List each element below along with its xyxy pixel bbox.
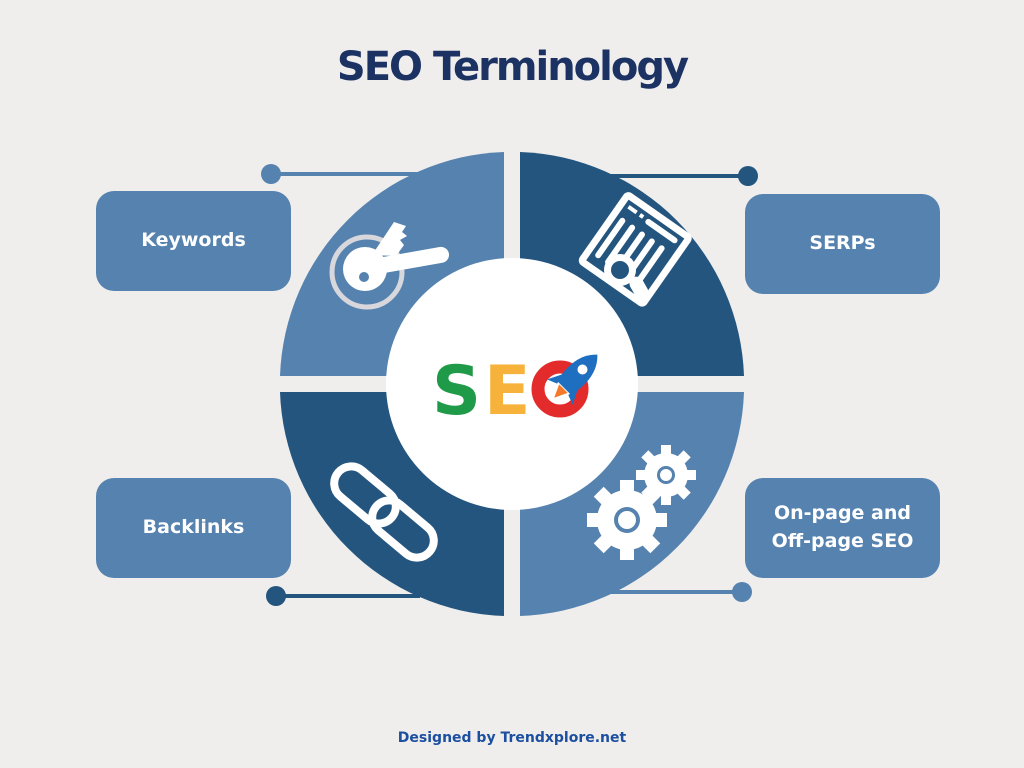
- connector-serps: [600, 166, 758, 186]
- footer-credit: Designed by Trendxplore.net: [397, 730, 627, 746]
- label-serps: SERPs: [745, 194, 940, 294]
- seo-logo: S E: [432, 352, 598, 431]
- chain-link-icon: [330, 462, 438, 562]
- svg-text:E: E: [484, 352, 530, 431]
- center-circle: [386, 258, 638, 510]
- connector-onpage: [600, 582, 752, 602]
- gears-icon: [587, 445, 696, 560]
- rocket-icon: [547, 354, 598, 405]
- connector-keywords: [261, 164, 420, 184]
- label-onpage-offpage-text: On-page and Off-page SEO: [771, 502, 914, 552]
- key-magnifier-icon: [329, 222, 450, 310]
- label-onpage-offpage: On-page and Off-page SEO: [745, 478, 940, 578]
- label-backlinks: Backlinks: [96, 478, 291, 578]
- svg-text:S: S: [432, 352, 481, 431]
- page-title: SEO Terminology: [336, 44, 689, 90]
- connector-backlinks: [266, 586, 420, 606]
- label-backlinks-text: Backlinks: [142, 516, 245, 539]
- label-serps-text: SERPs: [809, 232, 876, 255]
- label-keywords-text: Keywords: [141, 229, 246, 252]
- magnifier-icon: [604, 254, 649, 300]
- label-keywords: Keywords: [96, 191, 291, 291]
